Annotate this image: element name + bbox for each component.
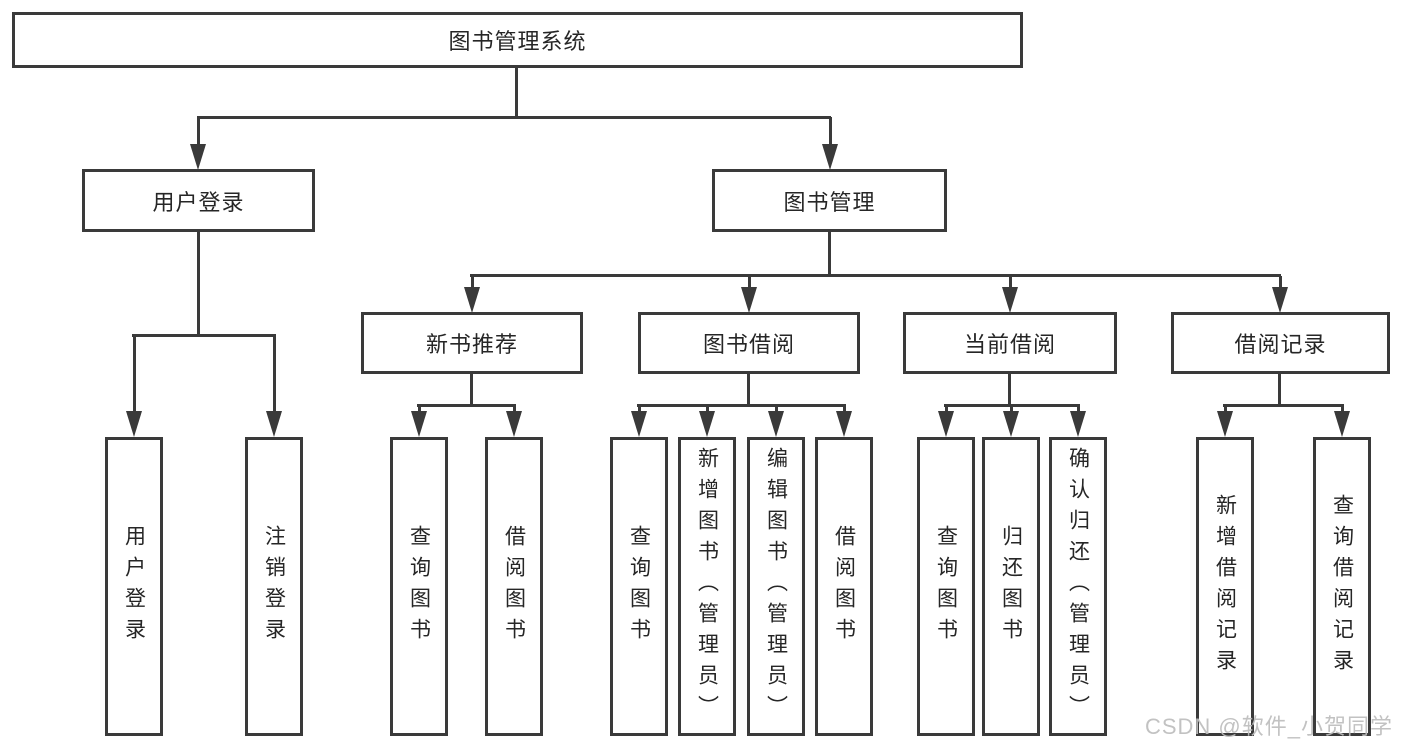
arrow-down-icon <box>822 117 838 170</box>
connector-current-borrowing-stem <box>1008 374 1011 407</box>
arrow-down-icon <box>938 406 954 437</box>
arrow-down-icon <box>1003 406 1019 437</box>
node-label: 编辑图书（管理员） <box>764 447 788 726</box>
node-label: 新增图书（管理员） <box>695 447 719 726</box>
arrow-down-icon <box>1002 276 1018 313</box>
arrow-down-icon <box>1334 406 1350 437</box>
node-label: 图书借阅 <box>702 332 795 357</box>
leaf-borrowing-query-books: 查询图书 <box>610 437 668 736</box>
node-label: 借阅记录 <box>1234 332 1327 357</box>
leaf-borrowing-edit-books-admin: 编辑图书（管理员） <box>747 437 805 736</box>
leaf-recommend-query-books: 查询图书 <box>390 437 448 736</box>
node-book-borrowing: 图书借阅 <box>638 312 860 374</box>
node-library-management-system: 图书管理系统 <box>12 12 1023 68</box>
arrow-down-icon <box>1272 276 1288 313</box>
csdn-watermark: CSDN @软件_小贺同学 <box>1144 714 1393 739</box>
leaf-current-return-books: 归还图书 <box>982 437 1040 736</box>
arrow-down-icon <box>506 406 522 437</box>
arrow-down-icon <box>631 406 647 437</box>
node-label: 用户登录 <box>122 524 146 649</box>
leaf-records-add-record: 新增借阅记录 <box>1196 437 1254 736</box>
leaf-borrowing-add-books-admin: 新增图书（管理员） <box>678 437 736 736</box>
connector-book-management-stem <box>828 232 831 276</box>
node-label: 新书推荐 <box>425 332 518 357</box>
leaf-current-query-books: 查询图书 <box>917 437 975 736</box>
node-label: 图书管理系统 <box>448 29 587 54</box>
arrow-down-icon <box>190 117 206 170</box>
connector-root-stem <box>515 68 518 117</box>
arrow-down-icon <box>699 406 715 437</box>
connector-book-management-rail <box>470 274 1281 277</box>
node-label: 借阅图书 <box>502 524 526 649</box>
node-user-login: 用户登录 <box>82 169 315 232</box>
arrow-down-icon <box>1217 406 1233 437</box>
leaf-current-confirm-return-admin: 确认归还（管理员） <box>1049 437 1107 736</box>
node-label: 查询借阅记录 <box>1330 493 1354 680</box>
node-label: 查询图书 <box>627 524 651 649</box>
node-label: 当前借阅 <box>963 332 1056 357</box>
arrow-down-icon <box>126 335 142 437</box>
connector-user-login-stem <box>197 232 200 336</box>
arrow-down-icon <box>768 406 784 437</box>
connector-current-borrowing-rail <box>944 404 1080 407</box>
node-label: 查询图书 <box>407 524 431 649</box>
arrow-down-icon <box>464 276 480 313</box>
node-label: 注销登录 <box>262 524 286 649</box>
node-label: 确认归还（管理员） <box>1066 447 1090 726</box>
node-label: 归还图书 <box>999 524 1023 649</box>
node-label: 查询图书 <box>934 524 958 649</box>
arrow-down-icon <box>1070 406 1086 437</box>
node-label: 用户登录 <box>152 189 245 215</box>
connector-new-book-rail <box>417 404 516 407</box>
node-label: 新增借阅记录 <box>1213 493 1237 680</box>
connector-book-borrowing-stem <box>747 374 750 407</box>
leaf-user-login: 用户登录 <box>105 437 163 736</box>
arrow-down-icon <box>836 406 852 437</box>
node-new-book-recommend: 新书推荐 <box>361 312 583 374</box>
node-label: 借阅图书 <box>832 524 856 649</box>
node-label: 图书管理 <box>783 189 876 215</box>
connector-borrowing-records-rail <box>1223 404 1344 407</box>
arrow-down-icon <box>266 335 282 437</box>
connector-borrowing-records-stem <box>1278 374 1281 407</box>
leaf-recommend-borrow-books: 借阅图书 <box>485 437 543 736</box>
connector-new-book-stem <box>470 374 473 407</box>
leaf-borrowing-borrow-books: 借阅图书 <box>815 437 873 736</box>
node-borrowing-records: 借阅记录 <box>1171 312 1390 374</box>
node-book-management: 图书管理 <box>712 169 947 232</box>
arrow-down-icon <box>411 406 427 437</box>
leaf-logout: 注销登录 <box>245 437 303 736</box>
connector-user-login-rail <box>132 334 276 337</box>
connector-book-borrowing-rail <box>637 404 846 407</box>
leaf-records-query-record: 查询借阅记录 <box>1313 437 1371 736</box>
connector-root-rail <box>197 116 831 119</box>
node-current-borrowing: 当前借阅 <box>903 312 1117 374</box>
arrow-down-icon <box>741 276 757 313</box>
